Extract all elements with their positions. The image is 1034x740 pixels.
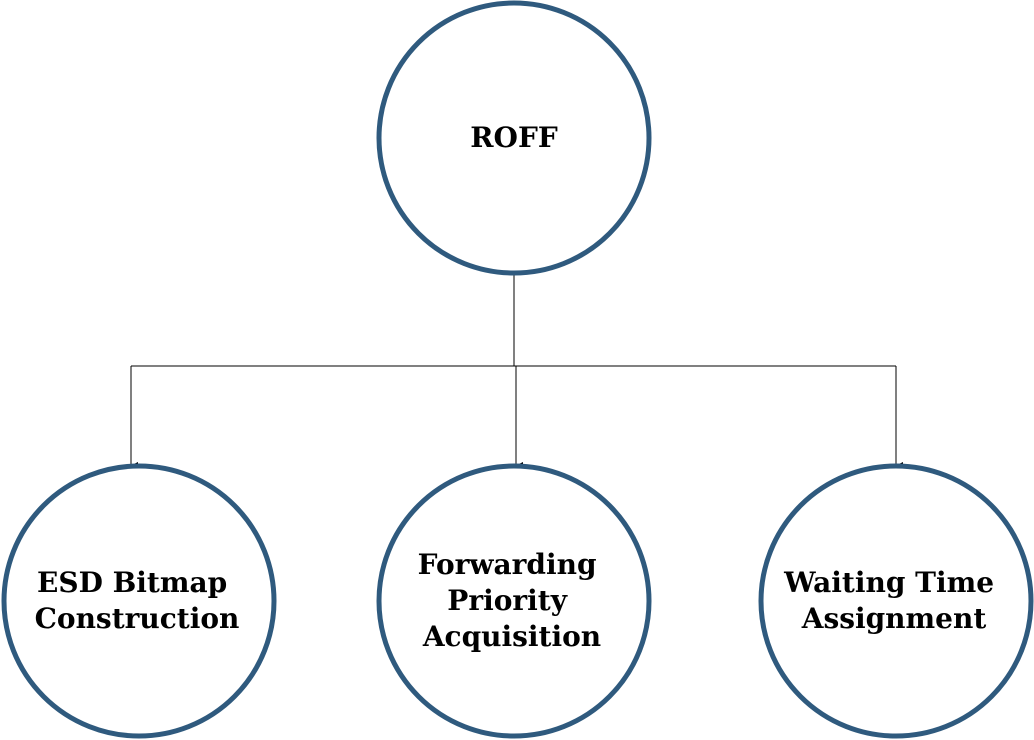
connectors	[130, 274, 903, 470]
child-node-esd-bitmap-circle	[1, 463, 277, 739]
root-node-line: ROFF	[470, 121, 558, 154]
root-node-label: ROFF	[470, 121, 558, 154]
child-node-esd-bitmap-line: ESD Bitmap	[37, 566, 227, 599]
child-node-forwarding-priority-circle	[376, 463, 652, 739]
child-node-waiting-time-line: Assignment	[801, 602, 987, 635]
child-node-forwarding-priority: Forwarding Priority Acquisition	[376, 463, 652, 739]
child-node-waiting-time-label: Waiting Time Assignment	[783, 566, 1004, 635]
child-node-waiting-time: Waiting Time Assignment	[758, 463, 1034, 739]
child-node-waiting-time-line: Waiting Time	[783, 566, 994, 599]
root-node-circle	[376, 0, 652, 276]
child-node-waiting-time-circle	[758, 463, 1034, 739]
root-node: ROFF	[376, 0, 652, 276]
child-node-esd-bitmap-label: ESD Bitmap Construction	[35, 566, 240, 635]
child-node-forwarding-priority-line: Priority	[447, 584, 567, 617]
child-node-forwarding-priority-line: Forwarding	[418, 548, 597, 581]
child-node-forwarding-priority-line: Acquisition	[422, 620, 601, 653]
child-node-esd-bitmap: ESD Bitmap Construction	[1, 463, 277, 739]
child-node-forwarding-priority-label: Forwarding Priority Acquisition	[418, 548, 607, 653]
child-node-esd-bitmap-line: Construction	[35, 602, 240, 635]
